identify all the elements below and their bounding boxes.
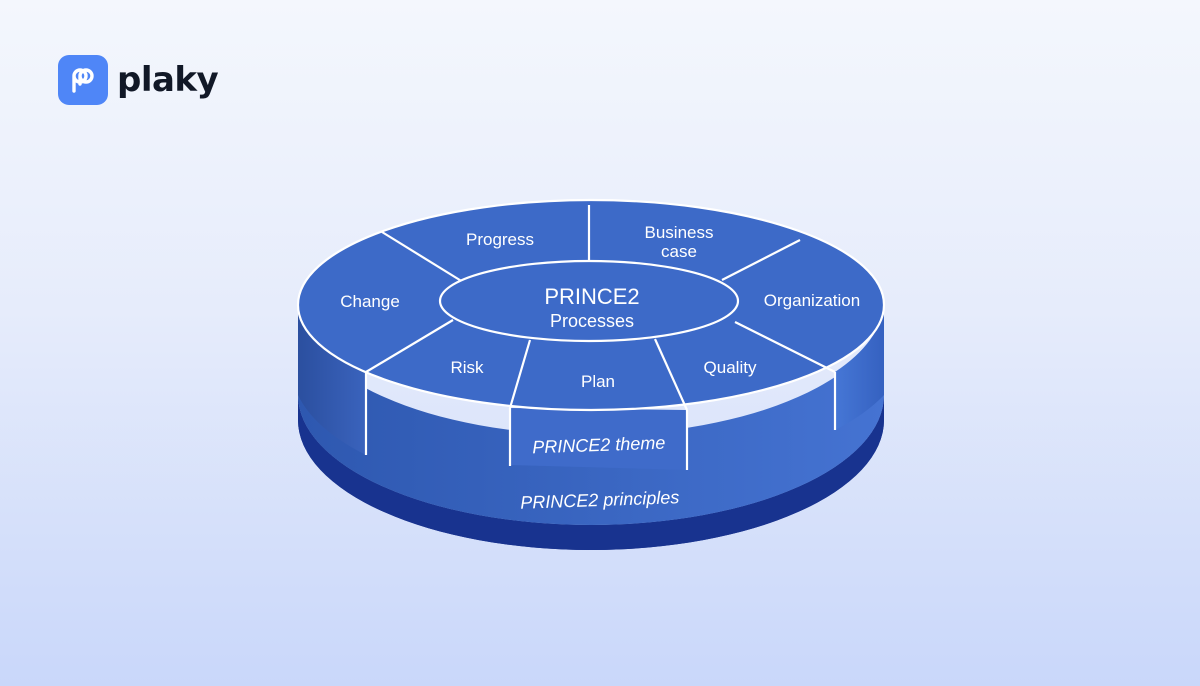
center-processes bbox=[438, 259, 740, 343]
theme-organization-label: Organization bbox=[764, 291, 860, 310]
plaky-wordmark: plaky bbox=[117, 60, 219, 100]
principles-layer-top bbox=[298, 395, 884, 550]
theme-side-center bbox=[510, 408, 687, 470]
theme-business-case-label-2: case bbox=[661, 242, 697, 261]
theme-business-case-label-1: Business bbox=[645, 223, 714, 242]
theme-layer-side bbox=[298, 305, 884, 525]
theme-risk-label: Risk bbox=[450, 358, 484, 377]
theme-side-left bbox=[298, 305, 366, 455]
theme-layer-label: PRINCE2 theme bbox=[532, 433, 666, 458]
plaky-logo[interactable]: plaky bbox=[58, 55, 219, 105]
theme-side-right bbox=[835, 305, 884, 430]
plaky-logo-icon bbox=[58, 55, 108, 105]
center-subtitle: Processes bbox=[550, 311, 634, 331]
center-title: PRINCE2 bbox=[544, 284, 639, 309]
theme-quality-label: Quality bbox=[704, 358, 757, 377]
theme-progress-label: Progress bbox=[466, 230, 534, 249]
segment-dividers bbox=[365, 205, 836, 411]
theme-plan-label: Plan bbox=[581, 372, 615, 391]
theme-change-label: Change bbox=[340, 292, 400, 311]
side-dividers bbox=[364, 372, 837, 470]
